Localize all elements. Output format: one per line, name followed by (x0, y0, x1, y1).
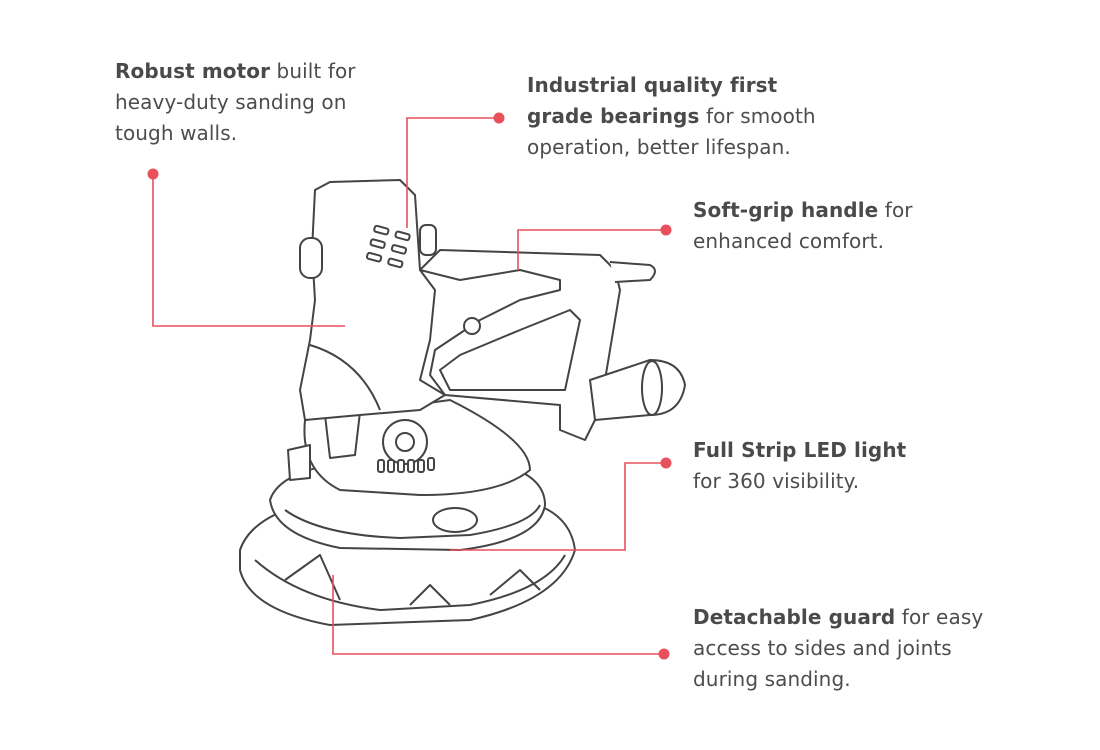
callout-dot-guard (658, 648, 670, 660)
callout-led: Full Strip LED light for 360 visibility. (693, 435, 906, 497)
feature-text: operation, better lifespan. (527, 135, 791, 159)
callout-handle: Soft-grip handle for enhanced comfort. (693, 195, 913, 257)
callout-line-bearings (406, 117, 499, 228)
feature-text: for (878, 198, 913, 222)
motor-body (299, 179, 446, 421)
feature-text: enhanced comfort. (693, 229, 885, 253)
callout-bearings: Industrial quality first grade bearings … (527, 70, 816, 163)
callout-dot-led (660, 457, 672, 469)
feature-text: for 360 visibility. (693, 469, 860, 493)
callout-line-guard (332, 575, 664, 655)
callout-line-handle (517, 229, 666, 270)
feature-title: Robust motor (115, 59, 271, 83)
feature-title: Full Strip LED light (693, 438, 907, 462)
feature-text: for smooth (699, 104, 816, 128)
feature-title: Detachable guard (693, 605, 896, 629)
callout-line-led (450, 462, 666, 551)
feature-title: grade bearings (527, 104, 700, 128)
feature-title: Soft-grip handle (693, 198, 879, 222)
callout-dot-handle (660, 224, 672, 236)
feature-text: for easy (895, 605, 984, 629)
callout-motor: Robust motor built for heavy-duty sandin… (115, 56, 356, 149)
feature-text: built for (270, 59, 356, 83)
callout-guard: Detachable guard for easy access to side… (693, 602, 983, 695)
callout-line-motor (152, 174, 345, 327)
feature-text: during sanding. (693, 667, 851, 691)
feature-title: Industrial quality first (527, 73, 778, 97)
feature-text: tough walls. (115, 121, 238, 145)
feature-text: heavy-duty sanding on (115, 90, 347, 114)
callout-dot-bearings (493, 112, 505, 124)
callout-dot-motor (147, 168, 159, 180)
feature-text: access to sides and joints (693, 636, 952, 660)
